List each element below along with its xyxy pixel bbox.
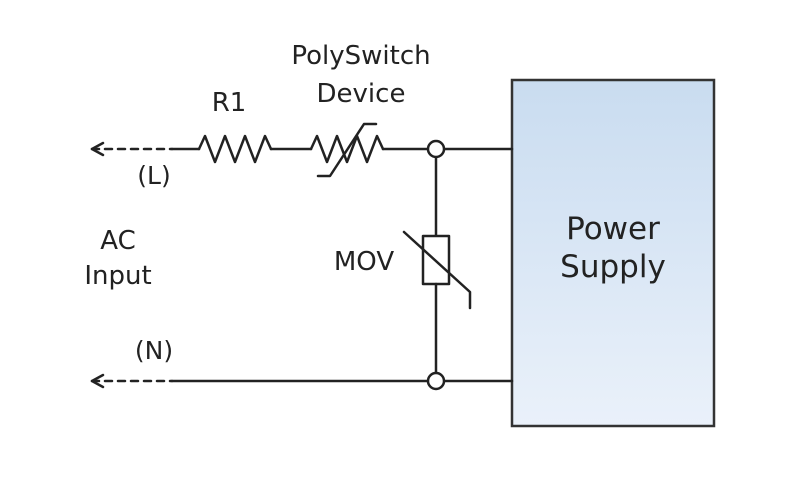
power-supply-label-line1: Power xyxy=(566,211,660,247)
mov-label: MOV xyxy=(334,247,394,277)
junction-node-l xyxy=(426,139,446,159)
line-l-arrow-icon xyxy=(90,141,105,157)
line-n-label: (N) xyxy=(135,336,173,365)
line-l-label: (L) xyxy=(137,161,170,190)
polyswitch-device xyxy=(309,134,385,164)
polyswitch-label-line1: PolySwitch xyxy=(291,41,430,71)
ac-input-label-line2: Input xyxy=(84,261,151,291)
mov-slash xyxy=(402,230,472,310)
line-n-arrow-icon xyxy=(90,373,105,389)
r1-label: R1 xyxy=(212,88,247,118)
polyswitch-label-line2: Device xyxy=(317,79,406,109)
r1-resistor xyxy=(197,134,273,164)
ac-input-label-line1: AC xyxy=(100,226,135,256)
junction-node-n xyxy=(426,371,446,391)
power-supply-box xyxy=(510,78,716,428)
polyswitch-slash xyxy=(316,122,378,178)
power-supply-label-line2: Supply xyxy=(560,249,666,285)
